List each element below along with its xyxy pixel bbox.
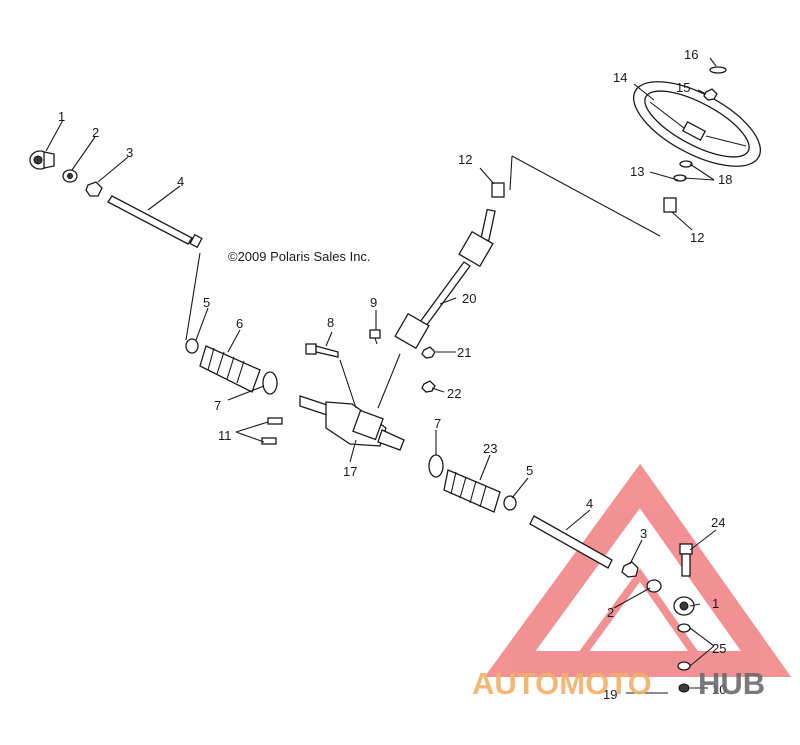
callout-1: 1	[58, 109, 65, 124]
callout-21: 21	[457, 345, 471, 360]
cap-16	[709, 66, 727, 74]
bolt-8	[305, 343, 339, 358]
copyright-text: ©2009 Polaris Sales Inc.	[228, 249, 371, 264]
callout-7: 7	[214, 398, 221, 413]
callout-10: 10	[712, 682, 726, 697]
rack-housing	[299, 395, 405, 451]
jam-nut-left	[62, 169, 78, 183]
callout-11: 11	[218, 428, 232, 443]
callout-3-right: 3	[640, 526, 647, 541]
callout-9: 9	[370, 295, 377, 310]
callout-2-right: 2	[607, 605, 614, 620]
callout-7-right: 7	[434, 416, 441, 431]
callout-24: 24	[711, 515, 725, 530]
watermark-text: AUTOMOTO HUB	[472, 666, 765, 701]
band-left	[262, 371, 278, 395]
callout-6: 6	[236, 316, 243, 331]
bolt-24	[679, 543, 693, 577]
boot-left	[199, 345, 261, 393]
callout-18: 18	[718, 172, 732, 187]
tie-rod-right	[529, 515, 613, 569]
callout-19: 19	[603, 687, 617, 702]
tie-rod-end-left	[29, 150, 55, 170]
tie-rod-end-right	[673, 596, 695, 616]
watermark-text-part2: HUB	[698, 666, 765, 701]
callout-4-right: 4	[586, 496, 593, 511]
watermark-logo	[484, 463, 792, 677]
watermark-text-part1: AUTOMOTO	[472, 666, 652, 701]
callout-15: 15	[676, 80, 690, 95]
callout-23: 23	[483, 441, 497, 456]
nut-22	[421, 380, 436, 393]
callout-1-right: 1	[712, 596, 719, 611]
callout-5: 5	[203, 295, 210, 310]
nut-right	[621, 561, 639, 578]
callout-13: 13	[630, 164, 644, 179]
callout-4: 4	[177, 174, 184, 189]
callout-22: 22	[447, 386, 461, 401]
tie-rod-left	[107, 195, 203, 249]
clamp-left	[185, 338, 199, 354]
jam-nut-right	[646, 579, 662, 593]
callout-12-upper: 12	[458, 152, 472, 167]
callout-2: 2	[92, 125, 99, 140]
bolt-11	[261, 417, 283, 445]
leader-lines	[45, 57, 717, 689]
band-right	[428, 454, 444, 478]
callout-20: 20	[462, 291, 476, 306]
callout-3: 3	[126, 145, 133, 160]
bushing-12-lower	[663, 197, 677, 213]
nut-left	[85, 181, 103, 197]
boot-right	[443, 469, 501, 513]
bolt-9	[369, 329, 381, 345]
nut-10	[678, 683, 690, 693]
clamp-right	[503, 495, 517, 511]
callout-labels: 1 2 3 4 5 6 7 8 9 11 12 12 13 14 15 16 1…	[58, 47, 732, 702]
steering-shaft	[394, 208, 496, 350]
callout-14: 14	[613, 70, 627, 85]
callout-25: 25	[712, 641, 726, 656]
nut-21	[421, 346, 436, 359]
washers-25	[677, 623, 691, 671]
callout-16: 16	[684, 47, 698, 62]
callout-12-lower: 12	[690, 230, 704, 245]
callout-17: 17	[343, 464, 357, 479]
nut-15	[703, 88, 718, 101]
callout-8: 8	[327, 315, 334, 330]
bushing-12-upper	[491, 182, 505, 198]
callout-5-right: 5	[526, 463, 533, 478]
